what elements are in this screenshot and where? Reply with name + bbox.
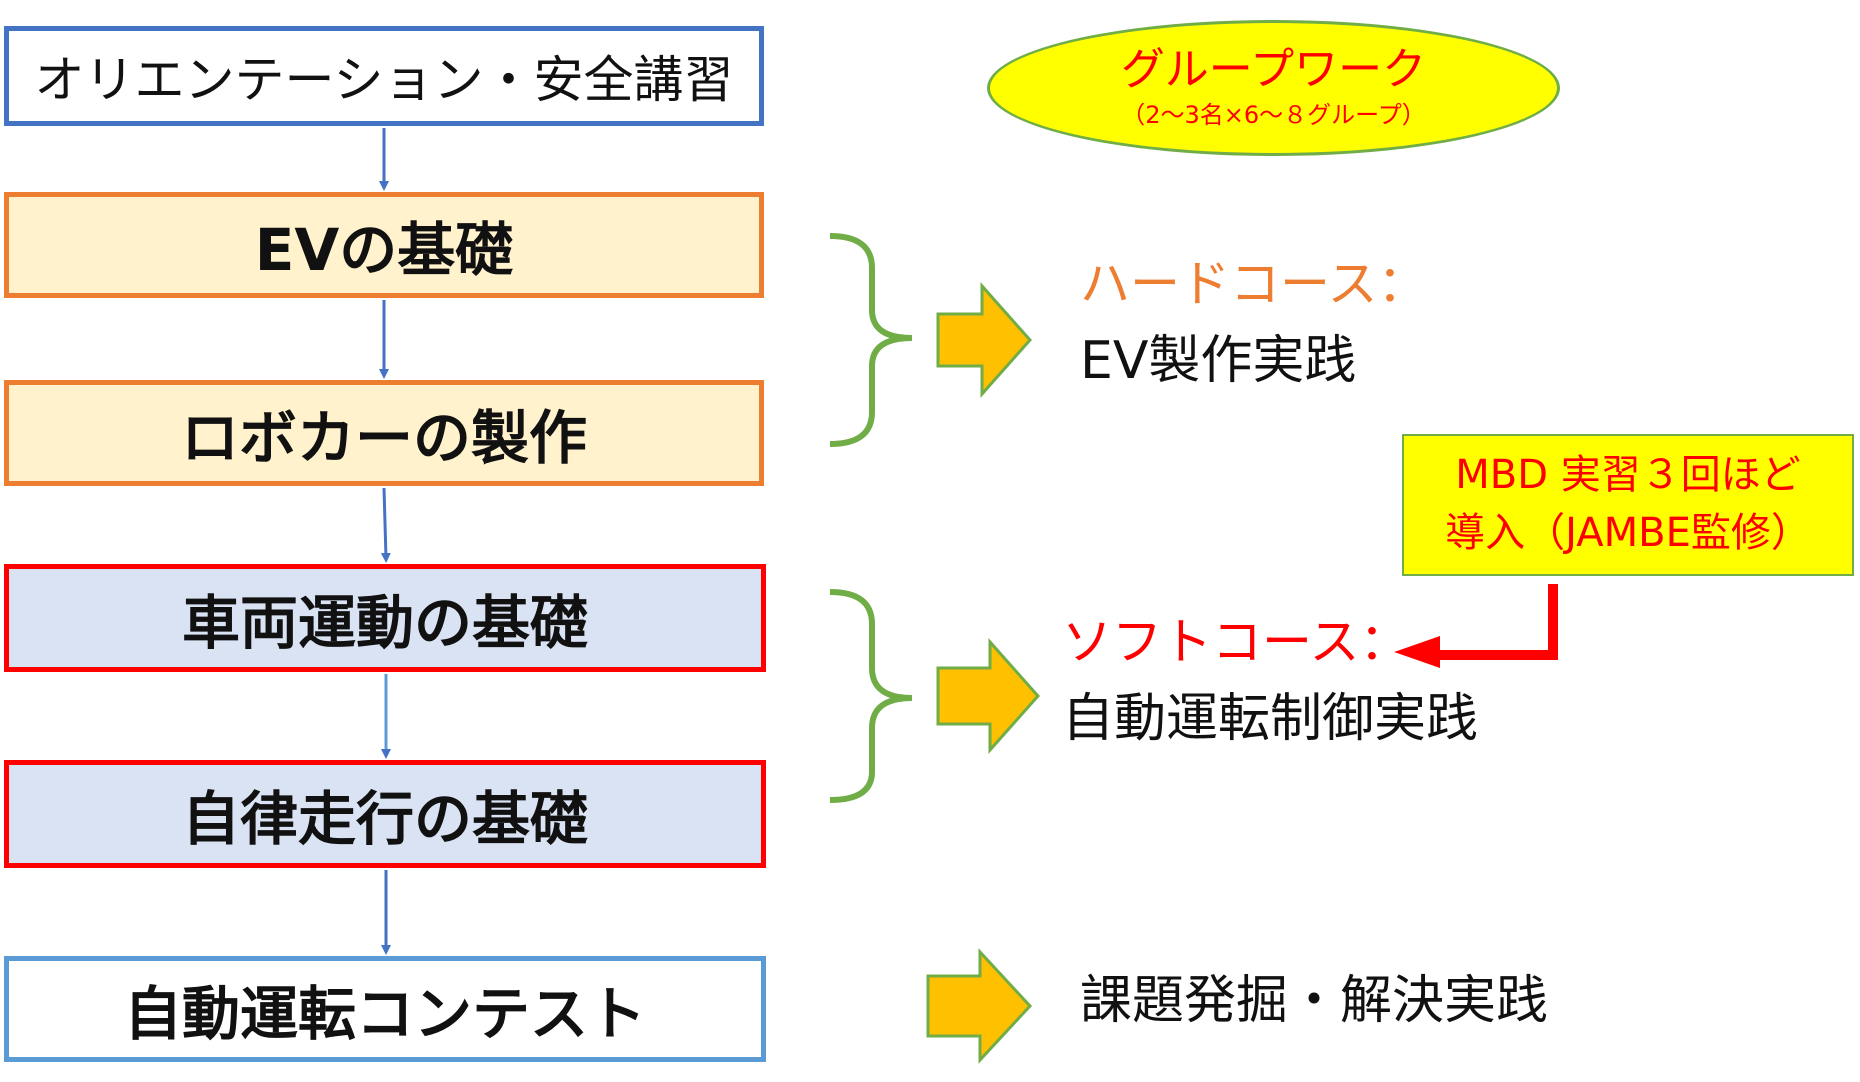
soft-course-label: ソフトコース：	[1062, 613, 1410, 671]
mbd-note-line2: 導入（JAMBE監修）	[1445, 510, 1811, 556]
step-robocar-build-label: ロボカーの製作	[180, 404, 587, 472]
group-work-title: グループワーク	[1120, 44, 1427, 95]
soft-course-detail: 自動運転制御実践	[1062, 689, 1479, 749]
step-robocar-build-box: ロボカーの製作	[4, 380, 764, 486]
group-work-ellipse: グループワーク （2～3名×6～８グループ）	[987, 20, 1560, 156]
step-autonomous-basics-label: 自律走行の基礎	[181, 785, 588, 853]
step-ev-basics-box: EVの基礎	[4, 192, 764, 298]
mbd-note-line1: MBD 実習３回ほど	[1455, 452, 1801, 498]
group-work-subtitle: （2～3名×6～８グループ）	[1121, 101, 1426, 129]
step-ev-basics-label: EVの基礎	[254, 216, 514, 284]
contest-outcome-text: 課題発掘・解決実践	[1080, 971, 1549, 1031]
mbd-pointer-arrow	[1394, 584, 1558, 668]
soft-course-bracket	[829, 589, 913, 803]
step-vehicle-dynamics-box: 車両運動の基礎	[4, 564, 766, 672]
step-contest-box: 自動運転コンテスト	[4, 956, 766, 1062]
step-autonomous-basics-box: 自律走行の基礎	[4, 760, 766, 868]
step-vehicle-dynamics-label: 車両運動の基礎	[181, 589, 588, 657]
step-orientation-label: オリエンテーション・安全講習	[34, 51, 734, 109]
step-contest-label: 自動運転コンテスト	[123, 980, 646, 1048]
soft-course-arrow	[936, 638, 1041, 754]
hard-course-arrow	[936, 282, 1033, 398]
hard-course-label: ハードコース：	[1080, 255, 1428, 313]
hard-course-bracket	[829, 233, 913, 447]
flow-arrow-3	[380, 487, 391, 563]
contest-outcome-arrow	[926, 948, 1033, 1064]
mbd-note-box: MBD 実習３回ほど 導入（JAMBE監修）	[1402, 434, 1854, 576]
step-orientation-box: オリエンテーション・安全講習	[4, 26, 764, 126]
hard-course-detail: EV製作実践	[1080, 331, 1357, 391]
